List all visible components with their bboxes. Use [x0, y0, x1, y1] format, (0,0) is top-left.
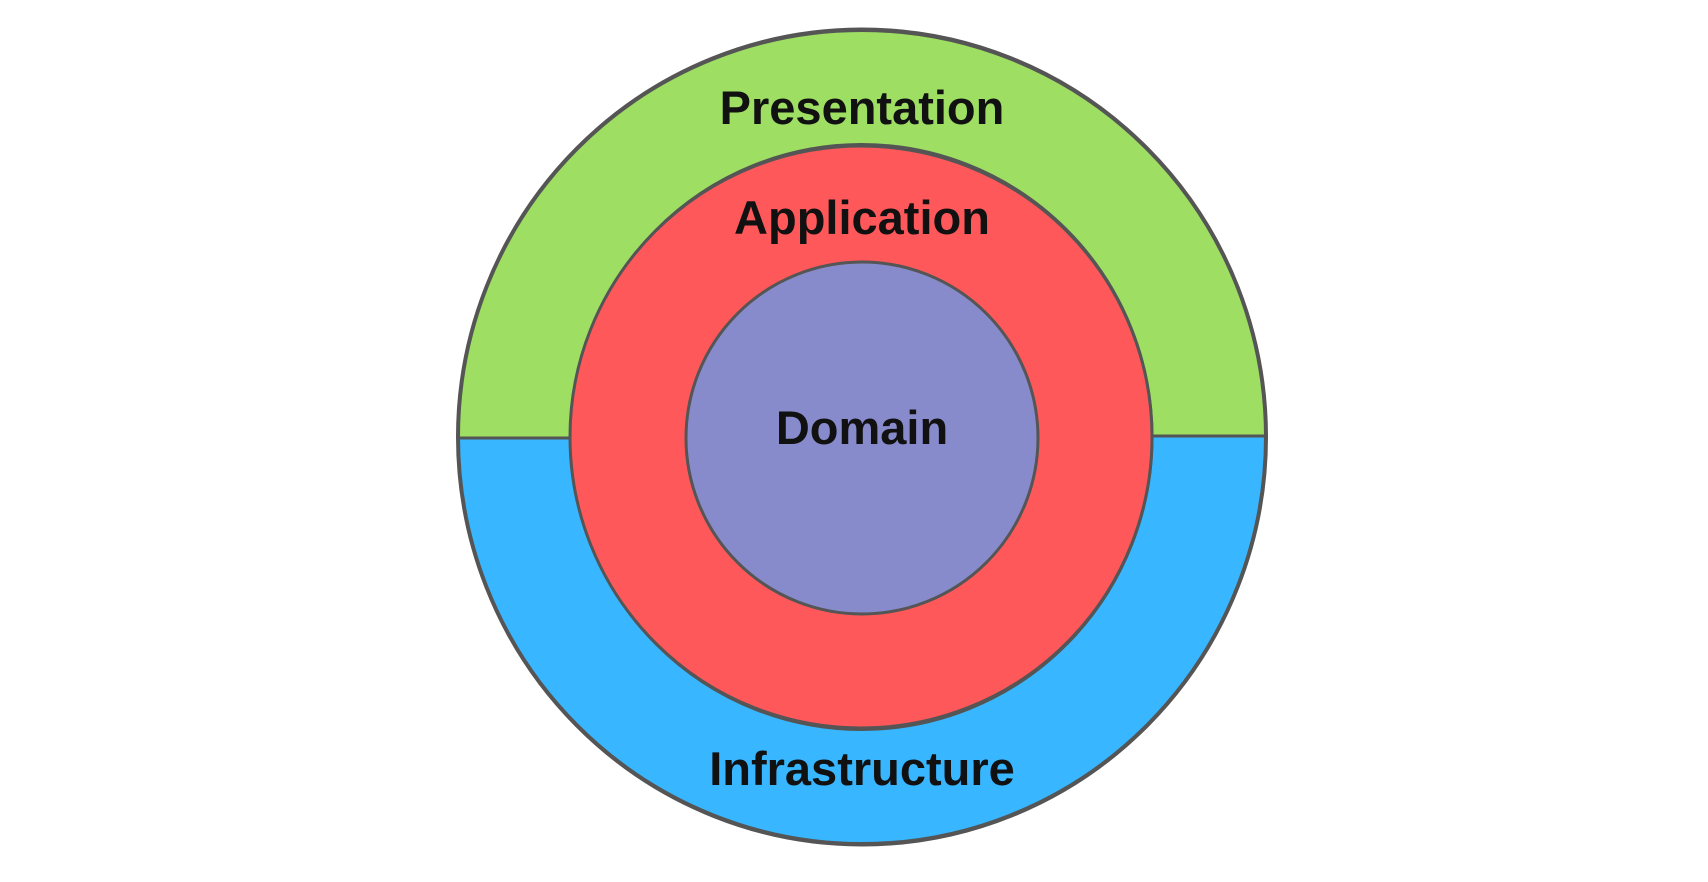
- application-label: Application: [734, 191, 990, 244]
- domain-label: Domain: [776, 401, 948, 454]
- infrastructure-label: Infrastructure: [709, 742, 1015, 795]
- outer-boundary: [456, 28, 1268, 846]
- domain-layer: [684, 260, 1040, 616]
- presentation-label: Presentation: [720, 81, 1005, 134]
